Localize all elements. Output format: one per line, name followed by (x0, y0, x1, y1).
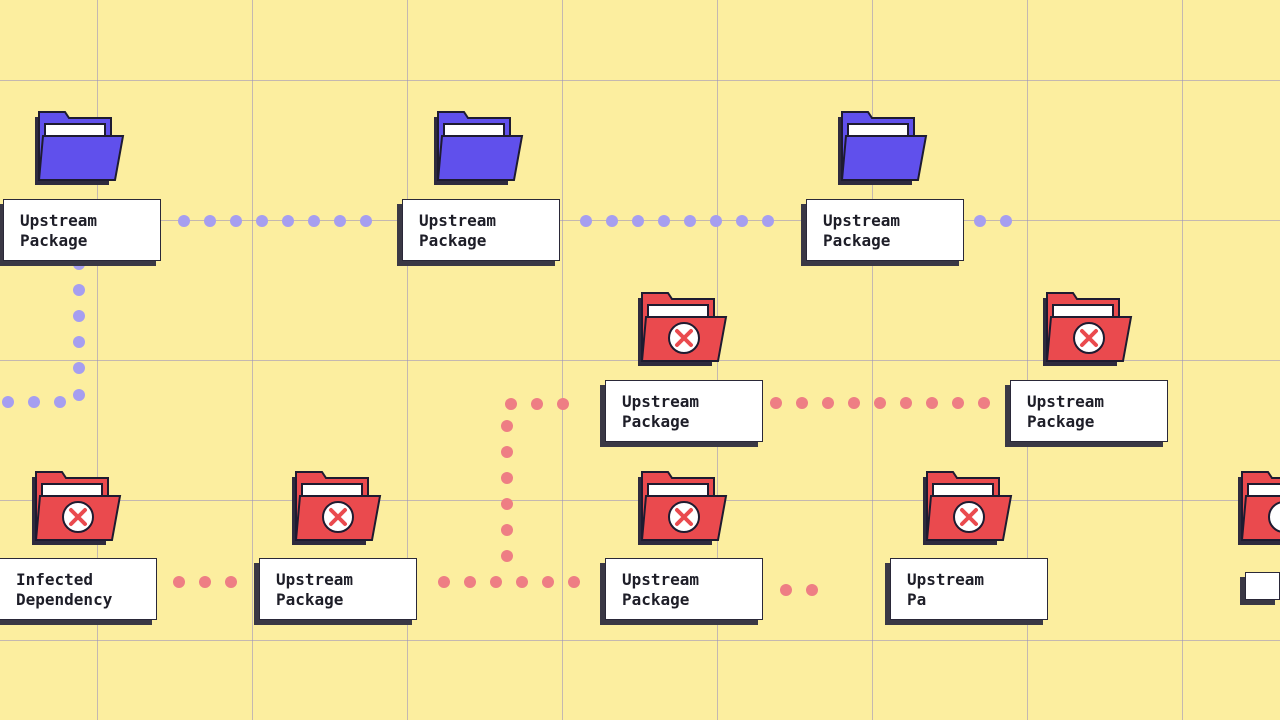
infected-folder-icon (292, 470, 382, 546)
folder-icon (434, 110, 524, 186)
folder-icon (35, 110, 125, 186)
infected-folder-icon (638, 291, 728, 367)
infected-folder-icon (1238, 470, 1280, 546)
infected-folder-icon (638, 470, 728, 546)
infected-folder-icon (923, 470, 1013, 546)
infected-folder-icon (1043, 291, 1133, 367)
folder-icon (838, 110, 928, 186)
package-card (1245, 572, 1280, 600)
infected-folder-icon (32, 470, 122, 546)
